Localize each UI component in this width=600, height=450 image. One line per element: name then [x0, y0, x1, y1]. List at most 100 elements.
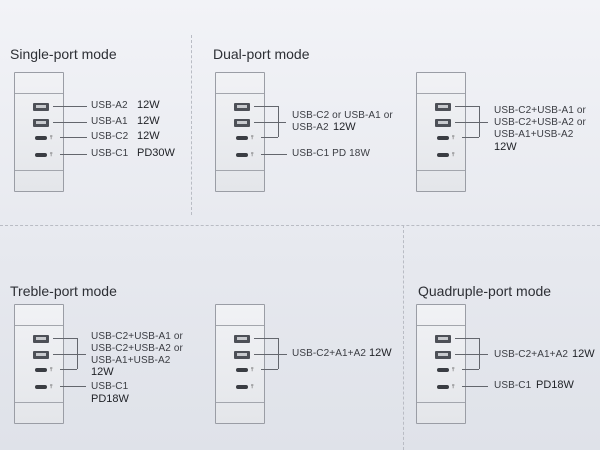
dual2-label-line2: USB-C2+USB-A2 or — [494, 117, 586, 128]
usb-c1-port — [437, 153, 449, 157]
port-label-c2: USB-C2 — [91, 131, 129, 142]
port-label-a2: USB-A2 — [91, 100, 128, 111]
usb-a1-port — [234, 119, 250, 127]
quad-c1-label: USB-C1 — [494, 380, 532, 391]
power-label-a1: 12W — [137, 115, 160, 127]
connector-line — [455, 338, 479, 339]
usb-symbol-icon: ⫯ — [251, 152, 254, 158]
charger-device-treble-2: ⫯ ⫯ — [215, 304, 265, 424]
connector-line — [479, 122, 488, 123]
section-title-single: Single-port mode — [10, 46, 117, 62]
port-label-c1: USB-C1 — [91, 148, 129, 159]
usb-c1-port — [35, 385, 47, 389]
section-title-dual: Dual-port mode — [213, 46, 310, 62]
treble2-label: USB-C2+A1+A2 — [292, 348, 367, 359]
usb-symbol-icon: ⫯ — [251, 367, 254, 373]
usb-a2-port — [435, 103, 451, 111]
usb-a1-port — [33, 119, 49, 127]
connector-line — [254, 106, 278, 107]
dual1-power: 12W — [333, 121, 356, 133]
usb-c1-port — [236, 153, 248, 157]
usb-c1-port — [236, 385, 248, 389]
treble1-label-line1: USB-C2+USB-A1 or — [91, 331, 183, 342]
usb-a2-port — [33, 103, 49, 111]
connector-line — [60, 386, 86, 387]
treble1-c1-label: USB-C1 — [91, 381, 129, 392]
connector-line — [261, 137, 278, 138]
connector-line — [261, 154, 287, 155]
treble1-label-line2: USB-C2+USB-A2 or — [91, 343, 183, 354]
charger-device-single: ⫯ ⫯ — [14, 72, 64, 192]
connector-line — [53, 354, 77, 355]
connector-line — [60, 154, 87, 155]
connector-line — [254, 354, 278, 355]
usb-symbol-icon: ⫯ — [452, 367, 455, 373]
connector-line — [60, 137, 87, 138]
connector-line — [462, 386, 488, 387]
charger-device-dual-1: ⫯ ⫯ — [215, 72, 265, 192]
power-label-c1: PD30W — [137, 147, 175, 159]
usb-c1-port — [437, 385, 449, 389]
dual2-power: 12W — [494, 141, 517, 153]
usb-a2-port — [33, 335, 49, 343]
usb-a1-port — [435, 351, 451, 359]
treble1-power: 12W — [91, 366, 114, 378]
connector-line — [462, 369, 479, 370]
usb-a1-port — [33, 351, 49, 359]
connector-line — [462, 137, 479, 138]
connector-line — [278, 354, 287, 355]
connector-line — [254, 122, 278, 123]
usb-a2-port — [234, 103, 250, 111]
section-title-quad: Quadruple-port mode — [418, 283, 552, 299]
charger-device-quad: ⫯ ⫯ — [416, 304, 466, 424]
usb-symbol-icon: ⫯ — [251, 384, 254, 390]
treble2-power: 12W — [369, 347, 392, 359]
charger-device-treble-1: ⫯ ⫯ — [14, 304, 64, 424]
usb-c2-port — [437, 136, 449, 140]
power-label-a2: 12W — [137, 99, 160, 111]
treble1-label-line3: USB-A1+USB-A2 — [91, 355, 171, 366]
quad-label: USB-C2+A1+A2 — [494, 349, 569, 360]
usb-c2-port — [35, 368, 47, 372]
connector-bracket — [77, 338, 78, 369]
connector-line — [455, 122, 479, 123]
connector-line — [254, 338, 278, 339]
usb-symbol-icon: ⫯ — [50, 152, 53, 158]
connector-bracket — [479, 106, 480, 137]
dual1-c1-label: USB-C1 PD 18W — [292, 148, 370, 159]
divider-vertical-bottom — [403, 225, 404, 450]
connector-line — [60, 369, 77, 370]
usb-symbol-icon: ⫯ — [452, 135, 455, 141]
usb-a2-port — [435, 335, 451, 343]
connector-line — [479, 354, 488, 355]
dual1-label-line1: USB-C2 or USB-A1 or — [292, 110, 393, 121]
charger-device-dual-2: ⫯ ⫯ — [416, 72, 466, 192]
usb-c2-port — [437, 368, 449, 372]
connector-line — [53, 338, 77, 339]
divider-vertical-top — [191, 35, 192, 215]
power-label-c2: 12W — [137, 130, 160, 142]
connector-bracket — [278, 106, 279, 137]
connector-line — [261, 369, 278, 370]
port-label-a1: USB-A1 — [91, 116, 128, 127]
quad-c1-power: PD18W — [536, 379, 574, 391]
dual2-label-line3: USB-A1+USB-A2 — [494, 129, 574, 140]
dual1-label-line2: USB-A2 — [292, 122, 329, 133]
usb-c1-port — [35, 153, 47, 157]
usb-symbol-icon: ⫯ — [452, 152, 455, 158]
usb-c2-port — [236, 136, 248, 140]
usb-symbol-icon: ⫯ — [251, 135, 254, 141]
connector-line — [455, 106, 479, 107]
usb-symbol-icon: ⫯ — [50, 384, 53, 390]
usb-symbol-icon: ⫯ — [452, 384, 455, 390]
connector-bracket — [479, 338, 480, 369]
connector-line — [278, 122, 286, 123]
usb-c2-port — [236, 368, 248, 372]
connector-line — [53, 106, 87, 107]
divider-horizontal — [0, 225, 600, 226]
quad-power: 12W — [572, 348, 595, 360]
connector-bracket — [278, 338, 279, 369]
section-title-treble: Treble-port mode — [10, 283, 117, 299]
usb-a1-port — [435, 119, 451, 127]
connector-line — [77, 354, 86, 355]
